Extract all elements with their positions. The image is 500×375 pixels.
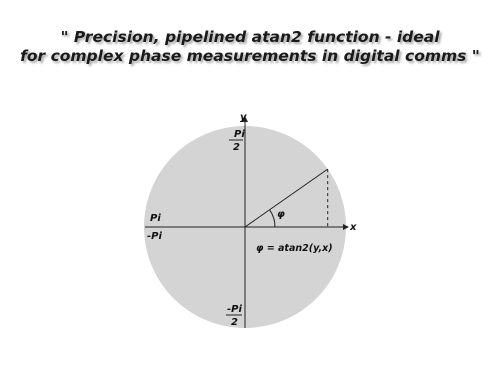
- top-label-denominator: 2: [233, 142, 240, 153]
- page-title: " Precision, pipelined atan2 function - …: [0, 28, 500, 66]
- title-line-2: for complex phase measurements in digita…: [20, 47, 480, 65]
- angle-arc: [269, 209, 276, 228]
- bottom-label-denominator: 2: [231, 317, 238, 328]
- y-axis-arrow-icon: [242, 116, 248, 122]
- x-axis-label: x: [349, 222, 357, 233]
- y-axis-label: y: [240, 112, 247, 123]
- bottom-label-numerator: -Pi: [227, 304, 242, 315]
- angle-symbol: φ: [277, 209, 285, 220]
- atan2-formula: φ = atan2(y,x): [256, 243, 333, 254]
- left-lower-label: -Pi: [147, 231, 162, 242]
- radius-vector: [244, 168, 328, 228]
- top-label-numerator: Pi: [234, 129, 245, 140]
- title-line-1: " Precision, pipelined atan2 function - …: [60, 28, 440, 46]
- left-upper-label: Pi: [150, 213, 161, 224]
- x-axis-arrow-icon: [343, 224, 349, 230]
